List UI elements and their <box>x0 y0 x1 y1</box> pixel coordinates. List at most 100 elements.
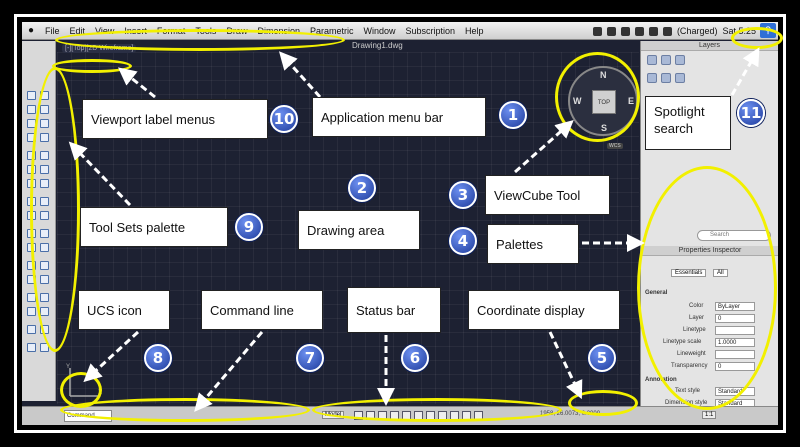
text-style-dropdown[interactable]: Standard <box>715 387 755 396</box>
layer-search-input[interactable]: Search <box>697 230 771 241</box>
extend-tool-icon[interactable] <box>40 197 49 206</box>
dynamic-input-icon[interactable] <box>438 411 447 420</box>
viewcube-north[interactable]: N <box>600 70 607 80</box>
coordinate-display[interactable]: 1958, 26.0073, 0.0000 <box>540 411 601 417</box>
delete-layer-icon[interactable] <box>661 55 671 65</box>
arc-tool-icon[interactable] <box>40 105 49 114</box>
mtext-tool-icon[interactable] <box>40 261 49 270</box>
layer-lock-icon[interactable] <box>675 73 685 83</box>
text-tool-icon[interactable] <box>27 261 36 270</box>
wcs-menu[interactable]: WCS <box>607 143 623 149</box>
offset-tool-icon[interactable] <box>40 179 49 188</box>
stretch-tool-icon[interactable] <box>27 243 36 252</box>
trim-tool-icon[interactable] <box>27 197 36 206</box>
menu-dimension[interactable]: Dimension <box>257 25 300 36</box>
menubar-clock[interactable]: Sat 5:25 <box>722 26 756 36</box>
match-tool-icon[interactable] <box>40 325 49 334</box>
wifi-icon[interactable] <box>634 26 644 36</box>
menu-window[interactable]: Window <box>363 25 396 36</box>
tab-essentials[interactable]: Essentials <box>671 269 707 277</box>
menu-format[interactable]: Format <box>156 25 186 36</box>
menu-insert[interactable]: Insert <box>124 25 147 36</box>
line-tool-icon[interactable] <box>27 91 36 100</box>
pen-tool-icon[interactable] <box>40 307 49 316</box>
search-icon[interactable]: ⚲ <box>760 23 776 38</box>
new-layer-icon[interactable] <box>647 55 657 65</box>
section-annotation[interactable]: Annotation <box>645 377 677 383</box>
section-general[interactable]: General <box>645 290 668 296</box>
dimension-tool-icon[interactable] <box>27 275 36 284</box>
menu-draw[interactable]: Draw <box>226 25 248 36</box>
layer-state-icon[interactable] <box>675 55 685 65</box>
menu-subscription[interactable]: Subscription <box>405 25 456 36</box>
dynamic-ucs-icon[interactable] <box>426 411 435 420</box>
move-tool-icon[interactable] <box>27 151 36 160</box>
block-tool-icon[interactable] <box>27 293 36 302</box>
circle-tool-icon[interactable] <box>27 105 36 114</box>
quick-properties-icon[interactable] <box>462 411 471 420</box>
polar-icon[interactable] <box>390 411 399 420</box>
polyline-tool-icon[interactable] <box>40 91 49 100</box>
erase-tool-icon[interactable] <box>40 243 49 252</box>
explode-tool-icon[interactable] <box>40 229 49 238</box>
menu-parametric[interactable]: Parametric <box>309 25 354 36</box>
copy-tool-icon[interactable] <box>40 151 49 160</box>
layer-freeze-icon[interactable] <box>661 73 671 83</box>
row-dimension-style-label: Dimension style <box>665 400 708 406</box>
viewcube-south[interactable]: S <box>601 123 608 133</box>
volume-icon[interactable] <box>648 26 658 36</box>
transparency-field[interactable]: 0 <box>715 362 755 371</box>
menu-help[interactable]: Help <box>465 25 484 36</box>
tab-all[interactable]: All <box>713 269 728 277</box>
bluetooth-icon[interactable] <box>592 26 602 36</box>
array-tool-icon[interactable] <box>27 229 36 238</box>
measure-tool-icon[interactable] <box>27 343 36 352</box>
ortho-icon[interactable] <box>378 411 387 420</box>
snap-icon[interactable] <box>366 411 375 420</box>
otrack-icon[interactable] <box>414 411 423 420</box>
linetype-dropdown[interactable] <box>715 326 755 335</box>
linetype-scale-field[interactable]: 1.0000 <box>715 338 755 347</box>
mirror-tool-icon[interactable] <box>27 179 36 188</box>
insert-tool-icon[interactable] <box>40 293 49 302</box>
grid-icon[interactable] <box>354 411 363 420</box>
viewport-label-menu[interactable]: [-][Top][2D Wireframe] <box>62 44 137 53</box>
layer-filter-icon[interactable] <box>647 73 657 83</box>
menu-edit[interactable]: Edit <box>69 25 86 36</box>
folder-tool-icon[interactable] <box>40 343 49 352</box>
table-tool-icon[interactable] <box>27 307 36 316</box>
selection-cycling-icon[interactable] <box>474 411 483 420</box>
polygon-tool-icon[interactable] <box>40 119 49 128</box>
viewcube-top-face[interactable]: TOP <box>592 90 616 114</box>
viewcube-tool[interactable]: N S E W TOP <box>568 66 638 136</box>
fillet-tool-icon[interactable] <box>27 211 36 220</box>
chamfer-tool-icon[interactable] <box>40 211 49 220</box>
menu-tools[interactable]: Tools <box>195 25 217 36</box>
rotate-tool-icon[interactable] <box>27 165 36 174</box>
callout-command-line: Command line <box>201 290 323 330</box>
menu-view[interactable]: View <box>95 25 115 36</box>
layer-dropdown[interactable]: 0 <box>715 314 755 323</box>
model-layout-button[interactable]: Model <box>322 411 345 419</box>
color-dropdown[interactable]: ByLayer <box>715 302 755 311</box>
battery-icon[interactable] <box>662 26 672 36</box>
viewcube-east[interactable]: E <box>628 96 635 106</box>
scale-tool-icon[interactable] <box>40 165 49 174</box>
ellipse-tool-icon[interactable] <box>27 133 36 142</box>
command-line-input[interactable]: Command <box>64 410 112 422</box>
hatch-tool-icon[interactable] <box>40 133 49 142</box>
osnap-icon[interactable] <box>402 411 411 420</box>
sync-icon[interactable] <box>606 26 616 36</box>
leader-tool-icon[interactable] <box>40 275 49 284</box>
lineweight-icon[interactable] <box>450 411 459 420</box>
timemachine-icon[interactable] <box>620 26 630 36</box>
lineweight-dropdown[interactable] <box>715 350 755 359</box>
viewcube-west[interactable]: W <box>573 96 582 106</box>
badge-11: 11 <box>737 99 765 127</box>
menu-file[interactable]: File <box>45 25 60 36</box>
layer-tool-icon[interactable] <box>27 325 36 334</box>
rectangle-tool-icon[interactable] <box>27 119 36 128</box>
apple-menu-icon[interactable]: ● <box>27 25 35 36</box>
annotation-scale[interactable]: 1:1 <box>702 411 717 419</box>
